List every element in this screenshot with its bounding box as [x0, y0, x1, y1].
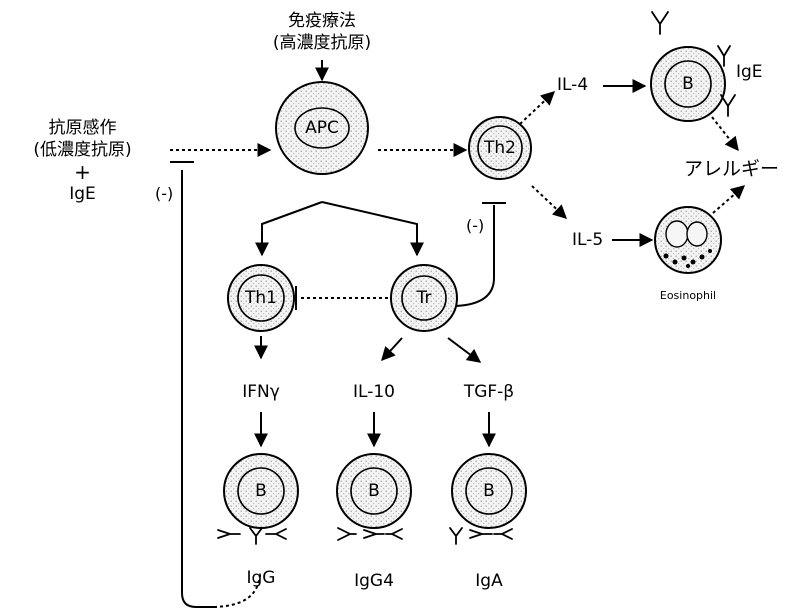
- igg-antibody-label: IgG: [231, 567, 291, 589]
- arrow-eosinophil-to-allergy: [713, 186, 744, 213]
- tgfb-label: TGF-β: [449, 381, 529, 403]
- th2-label: Th2: [478, 137, 522, 159]
- antigen-sensitization-low-dose: (低濃度抗原): [0, 139, 165, 161]
- immunotherapy-high-dose: (高濃度抗原): [232, 32, 412, 54]
- arrow-tr-to-il10: [382, 338, 402, 360]
- b-cell-ige-label: B: [676, 73, 700, 95]
- iga-antibodies: [450, 528, 512, 544]
- b-cell-igg4-label: B: [362, 480, 386, 502]
- ifng-label: IFNγ: [226, 381, 296, 403]
- igg4-antibodies: [338, 528, 402, 540]
- th1-label: Th1: [239, 287, 283, 309]
- arrow-apc-to-th1: [262, 202, 322, 255]
- eosinophil-cell: [655, 207, 721, 273]
- il5-label: IL-5: [572, 229, 603, 251]
- apc-label: APC: [296, 117, 348, 139]
- arrow-apc-to-tr: [322, 202, 417, 255]
- plus-sign: +: [0, 161, 165, 183]
- arrow-th2-to-il4: [520, 92, 554, 124]
- iga-antibody-label: IgA: [459, 570, 519, 592]
- il4-label: IL-4: [557, 74, 588, 96]
- antigen-sensitization-label: 抗原感作 (低濃度抗原) + IgE: [0, 117, 165, 205]
- arrow-th2-to-il5: [532, 186, 566, 218]
- inhibition-mark-left: (-): [155, 183, 173, 205]
- ige-input-label: IgE: [0, 183, 165, 205]
- inhibition-mark-th2: (-): [466, 215, 484, 237]
- eosinophil-label: Eosinophil: [648, 285, 728, 307]
- igg-antibodies: [218, 528, 286, 544]
- arrow-tr-to-tgfb: [448, 338, 480, 362]
- b-cell-iga-label: B: [477, 480, 501, 502]
- immunotherapy-title: 免疫療法: [232, 10, 412, 32]
- allergy-label: アレルギー: [684, 158, 779, 180]
- igg4-antibody-label: IgG4: [344, 570, 404, 592]
- tr-label: Tr: [408, 287, 440, 309]
- antigen-sensitization-title: 抗原感作: [0, 117, 165, 139]
- b-cell-igg-label: B: [249, 480, 273, 502]
- arrow-bcell-to-allergy: [712, 117, 738, 150]
- immunotherapy-label: 免疫療法 (高濃度抗原): [232, 10, 412, 54]
- inhibition-feedback-line: [182, 170, 214, 607]
- ige-antibody-label: IgE: [736, 61, 763, 83]
- il10-label: IL-10: [339, 381, 409, 403]
